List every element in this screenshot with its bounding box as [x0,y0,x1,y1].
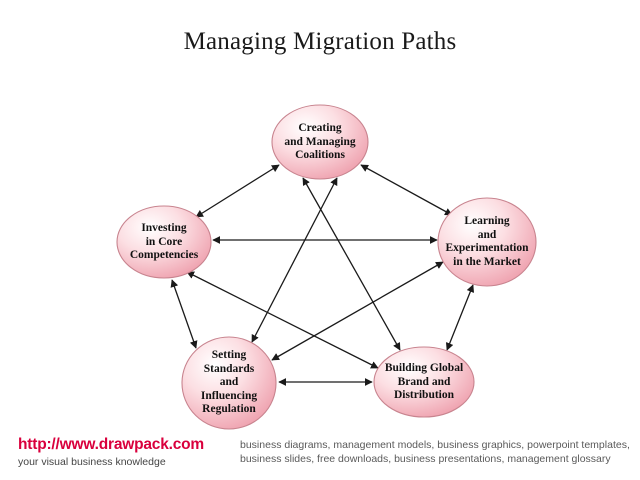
node-learning-experimentation[interactable] [437,197,537,287]
connector-brand-competencies [186,271,379,369]
node-setting-standards[interactable] [181,336,277,430]
connector-coalitions-brand [302,177,401,351]
node-building-global-brand[interactable] [373,346,475,418]
connector-coalitions-learning [360,164,453,216]
connector-standards-competencies [170,279,198,349]
node-creating-managing-coalitions[interactable] [271,104,369,180]
connection-lines [170,164,475,386]
page-title: Managing Migration Paths [183,28,457,55]
connector-coalitions-standards [251,177,338,343]
diagram-nodes [116,104,537,430]
connector-learning-standards [271,261,444,361]
node-investing-core-competencies[interactable] [116,205,212,279]
connector-learning-brand [445,284,475,351]
connector-competencies-coalitions [195,164,280,218]
brand-tagline: your visual business knowledge [18,456,166,468]
footer-description: business diagrams, management models, bu… [240,439,630,465]
brand-url[interactable]: http://www.drawpack.com [18,436,205,453]
footer: http://www.drawpack.com your visual busi… [0,430,640,480]
